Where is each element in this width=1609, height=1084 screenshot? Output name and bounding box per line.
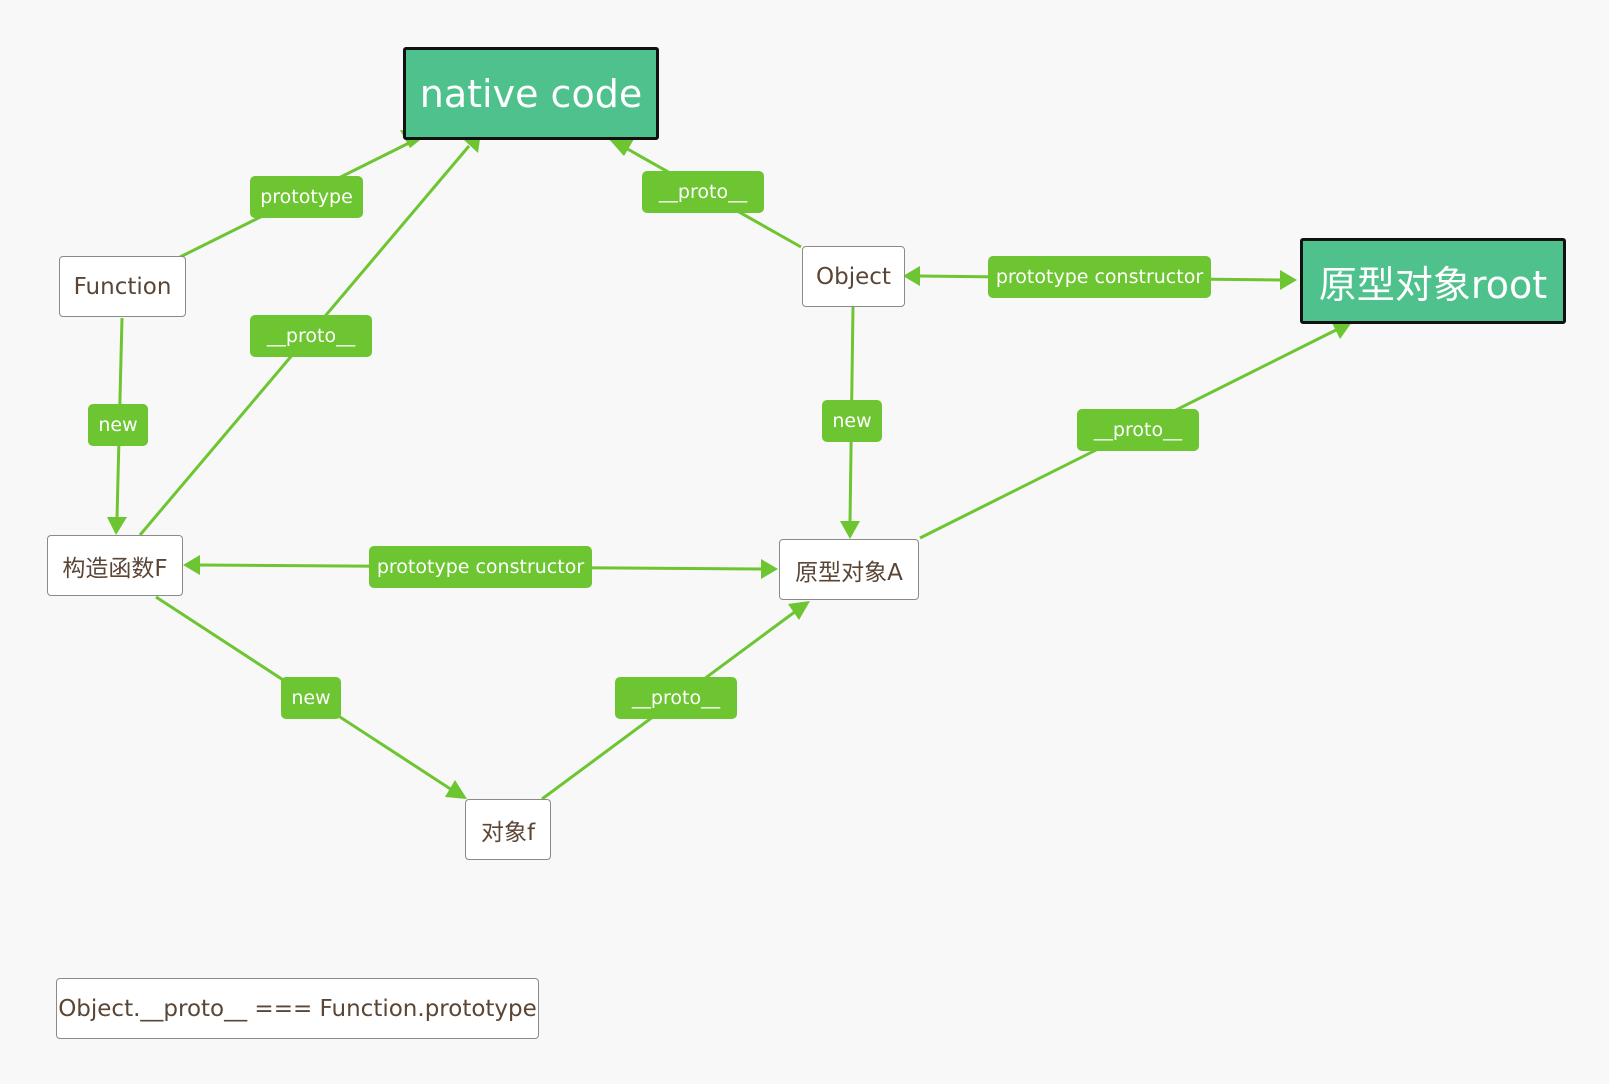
label-object-f-proto: __proto__ — [615, 677, 737, 719]
label-object-proto: __proto__ — [642, 171, 764, 213]
prototype-root-node[interactable]: 原型对象root — [1300, 238, 1566, 324]
label-constructor-prototype-a: prototype constructor — [369, 546, 592, 588]
note-node: Object.__proto__ === Function.prototype — [56, 978, 539, 1039]
prototype-a-node[interactable]: 原型对象A — [779, 539, 919, 600]
label-function-prototype: prototype — [250, 176, 363, 218]
arrowhead-object-prototype-a — [840, 521, 860, 539]
label-constructor-proto: __proto__ — [250, 315, 372, 357]
arrowhead-root-end — [1280, 270, 1297, 290]
label-constructor-new: new — [281, 677, 341, 719]
arrowhead-object-native-code — [608, 138, 634, 156]
object-f-node[interactable]: 对象f — [465, 799, 551, 860]
arrowhead-object-f-prototype-a — [788, 601, 810, 620]
arrowhead-prototype-a-root — [1331, 321, 1352, 339]
function-node[interactable]: Function — [59, 256, 186, 317]
arrowhead-constructor-object-f — [445, 780, 467, 799]
arrowhead-prototype-a-end — [761, 559, 778, 579]
arrowhead-object-end — [903, 266, 920, 286]
label-prototype-a-proto: __proto__ — [1077, 409, 1199, 451]
arrowhead-constructor-end — [183, 555, 200, 575]
label-object-new: new — [822, 400, 882, 442]
constructor-f-node[interactable]: 构造函数F — [47, 535, 183, 596]
arrowhead-function-constructor — [107, 517, 127, 535]
object-node[interactable]: Object — [802, 246, 905, 307]
label-object-root: prototype constructor — [988, 256, 1211, 298]
native-code-node[interactable]: native code — [403, 47, 659, 140]
label-function-new: new — [88, 404, 148, 446]
